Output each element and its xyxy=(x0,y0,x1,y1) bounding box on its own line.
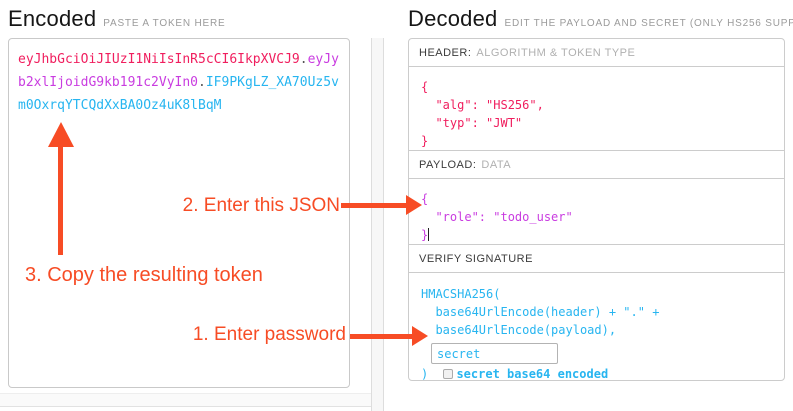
step3-arrow-shaft-icon xyxy=(58,145,63,255)
step2-arrow-shaft-icon xyxy=(341,203,406,208)
step1-arrow-right-icon xyxy=(412,326,428,346)
secret-input[interactable] xyxy=(431,343,558,364)
signature-code-line: HMACSHA256( xyxy=(421,287,501,301)
header-code-line: } xyxy=(421,134,429,148)
step2-arrow-right-icon xyxy=(406,195,422,215)
payload-code-line: } xyxy=(421,226,784,244)
payload-closing-brace: } xyxy=(421,228,429,242)
encoded-token-input[interactable]: eyJhbGciOiJIUzI1NiIsInR5cCI6IkpXVCJ9.eyJ… xyxy=(8,38,350,388)
verify-signature-block: HMACSHA256( base64UrlEncode(header) + ".… xyxy=(409,273,784,381)
annotation-step-2: 2. Enter this JSON xyxy=(182,195,340,216)
payload-section-label: PAYLOAD: DATA xyxy=(409,151,784,179)
payload-code-line: "role": "todo_user" xyxy=(421,210,573,224)
token-dot-2: . xyxy=(198,75,206,90)
annotation-step-3: 3. Copy the resulting token xyxy=(25,264,263,286)
payload-sublabel: DATA xyxy=(481,158,512,171)
decoded-subtitle: EDIT THE PAYLOAD AND SECRET (ONLY HS256 … xyxy=(504,18,793,29)
header-code-line: "alg": "HS256", xyxy=(421,98,544,112)
encoded-title: Encoded xyxy=(8,6,97,31)
secret-options-row: ) secret base64 encoded xyxy=(421,367,784,381)
header-sublabel: ALGORITHM & TOKEN TYPE xyxy=(476,46,636,59)
decoded-panel: HEADER: ALGORITHM & TOKEN TYPE { "alg": … xyxy=(408,38,785,381)
signature-code-line: base64UrlEncode(header) + "." + xyxy=(421,305,660,319)
token-payload-segment: eyJyb2xlIjoidG9kb191c2VyIn0 xyxy=(18,52,339,90)
decoded-title: Decoded xyxy=(408,6,498,31)
header-section-label: HEADER: ALGORITHM & TOKEN TYPE xyxy=(409,39,784,67)
signature-section-label: VERIFY SIGNATURE xyxy=(409,245,784,273)
header-code-line: { xyxy=(421,80,429,94)
jwt-token-text[interactable]: eyJhbGciOiJIUzI1NiIsInR5cCI6IkpXVCJ9.eyJ… xyxy=(9,39,349,126)
step1-arrow-shaft-icon xyxy=(350,334,412,339)
base64-encoded-checkbox[interactable] xyxy=(443,369,454,379)
closing-paren: ) xyxy=(421,367,436,381)
step3-arrow-up-icon xyxy=(48,122,74,147)
payload-json-editor[interactable]: { "role": "todo_user" } xyxy=(409,179,784,245)
signature-code-line: base64UrlEncode(payload), xyxy=(421,323,617,337)
encoded-header: Encoded PASTE A TOKEN HERE xyxy=(8,6,225,32)
header-json-editor[interactable]: { "alg": "HS256", "typ": "JWT" } xyxy=(409,67,784,151)
column-divider xyxy=(371,38,384,411)
encoded-subtitle: PASTE A TOKEN HERE xyxy=(103,18,226,29)
header-label: HEADER: xyxy=(419,46,472,59)
token-header-segment: eyJhbGciOiJIUzI1NiIsInR5cCI6IkpXVCJ9 xyxy=(18,52,300,67)
verify-signature-label: VERIFY SIGNATURE xyxy=(419,252,533,265)
decoded-header: Decoded EDIT THE PAYLOAD AND SECRET (ONLY… xyxy=(408,6,793,32)
bottom-strip xyxy=(0,393,371,407)
token-signature-segment: IF9PKgLZ_XA70Uz5vm0OxrqYTCQdXxBA0Oz4uK8l… xyxy=(18,75,339,113)
text-cursor xyxy=(428,228,430,241)
token-dot-1: . xyxy=(299,52,308,67)
payload-label: PAYLOAD: xyxy=(419,158,477,171)
base64-encoded-label: secret base64 encoded xyxy=(456,367,609,381)
annotation-step-1: 1. Enter password xyxy=(192,324,346,345)
payload-code-line: { xyxy=(421,192,429,206)
header-code-line: "typ": "JWT" xyxy=(421,116,523,130)
